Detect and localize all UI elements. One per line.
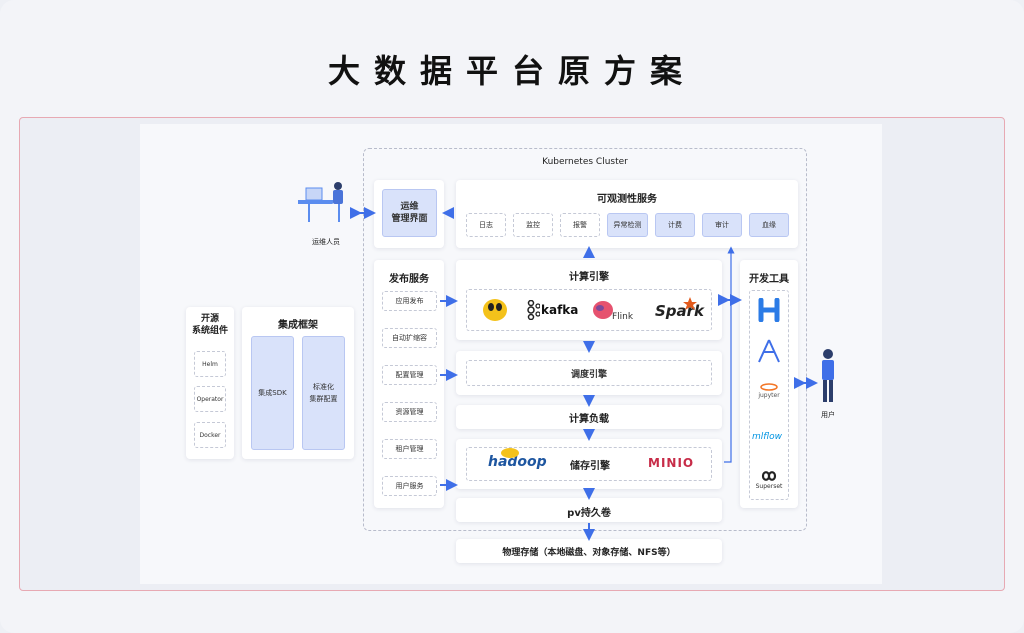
ops-ui-line1: 运维 xyxy=(400,202,419,212)
integration-sdk[interactable]: 集成SDK xyxy=(251,336,294,450)
dev-tools-list xyxy=(749,290,789,500)
kafka-logo-text: kafka xyxy=(541,303,579,317)
dev-tool-h-icon[interactable] xyxy=(757,298,781,322)
obs-item-monitor[interactable]: 监控 xyxy=(513,213,553,237)
spark-star-icon xyxy=(683,297,697,310)
obs-item-billing[interactable]: 计费 xyxy=(655,213,695,237)
physical-storage-label: 物理存储（本地磁盘、对象存储、NFS等） xyxy=(502,548,676,558)
open-source-title-line1: 开源 xyxy=(200,314,219,324)
scheduler-engine[interactable]: 调度引擎 xyxy=(466,360,712,386)
compute-load-panel xyxy=(456,405,722,429)
storage-engine-title: 储存引擎 xyxy=(570,461,610,472)
end-user-icon xyxy=(822,349,834,402)
pv-label: pv持久卷 xyxy=(567,508,611,519)
publish-item-config[interactable]: 配置管理 xyxy=(382,365,437,385)
minio-logo-text: MINIO xyxy=(648,456,695,470)
open-source-title: 开源 系统组件 xyxy=(186,313,234,337)
superset-label: Superset xyxy=(755,483,783,490)
ops-person-icon xyxy=(298,182,343,222)
publish-title: 发布服务 xyxy=(389,274,429,285)
superset-icon[interactable] xyxy=(759,470,779,482)
end-user-label: 用户 xyxy=(821,411,835,419)
dev-tools-title: 开发工具 xyxy=(749,274,789,285)
std-config-line1: 标准化 xyxy=(313,383,334,391)
dev-tool-a-icon[interactable] xyxy=(757,338,781,364)
oss-item-helm[interactable]: Helm xyxy=(194,351,226,377)
mlflow-label[interactable]: mlflow xyxy=(752,432,782,442)
hadoop-logo-text: hadoop xyxy=(488,454,547,470)
obs-item-log[interactable]: 日志 xyxy=(466,213,506,237)
cluster-label: Kubernetes Cluster xyxy=(542,157,628,167)
jupyter-label: jupyter xyxy=(758,392,780,399)
page-title: 大数据平台原方案 xyxy=(327,52,696,90)
integration-title: 集成框架 xyxy=(278,320,318,331)
compute-engine-title: 计算引擎 xyxy=(569,272,609,283)
publish-item-autoscale[interactable]: 自动扩缩容 xyxy=(382,328,437,348)
physical-storage-panel xyxy=(456,539,722,563)
publish-item-tenant[interactable]: 租户管理 xyxy=(382,439,437,459)
jupyter-icon[interactable] xyxy=(760,382,778,392)
publish-item-user-service[interactable]: 用户服务 xyxy=(382,476,437,496)
obs-item-lineage[interactable]: 血缘 xyxy=(749,213,789,237)
flink-logo-icon xyxy=(593,301,613,319)
flink-logo-text: Flink xyxy=(612,312,634,322)
integration-std-config[interactable]: 标准化 集群配置 xyxy=(302,336,345,450)
ops-user-label: 运维人员 xyxy=(312,238,340,246)
oss-item-operator[interactable]: Operator xyxy=(194,386,226,412)
obs-item-audit[interactable]: 审计 xyxy=(702,213,742,237)
std-config-line2: 集群配置 xyxy=(309,395,338,403)
hadoop-elephant-icon xyxy=(501,448,519,458)
obs-item-anomaly[interactable]: 异常检测 xyxy=(607,213,648,237)
publish-item-resource[interactable]: 资源管理 xyxy=(382,402,437,422)
obs-item-alert[interactable]: 报警 xyxy=(560,213,600,237)
pv-panel xyxy=(456,498,722,522)
oss-item-docker[interactable]: Docker xyxy=(194,422,226,448)
open-source-title-line2: 系统组件 xyxy=(191,326,228,336)
kafka-logo-icon xyxy=(527,300,540,320)
hive-logo-icon xyxy=(483,299,507,321)
compute-load-label: 计算负载 xyxy=(569,414,609,425)
ops-ui-line2: 管理界面 xyxy=(391,214,428,224)
publish-item-app-release[interactable]: 应用发布 xyxy=(382,291,437,311)
ops-ui-box[interactable]: 运维 管理界面 xyxy=(382,189,437,237)
observability-title: 可观测性服务 xyxy=(597,194,657,205)
